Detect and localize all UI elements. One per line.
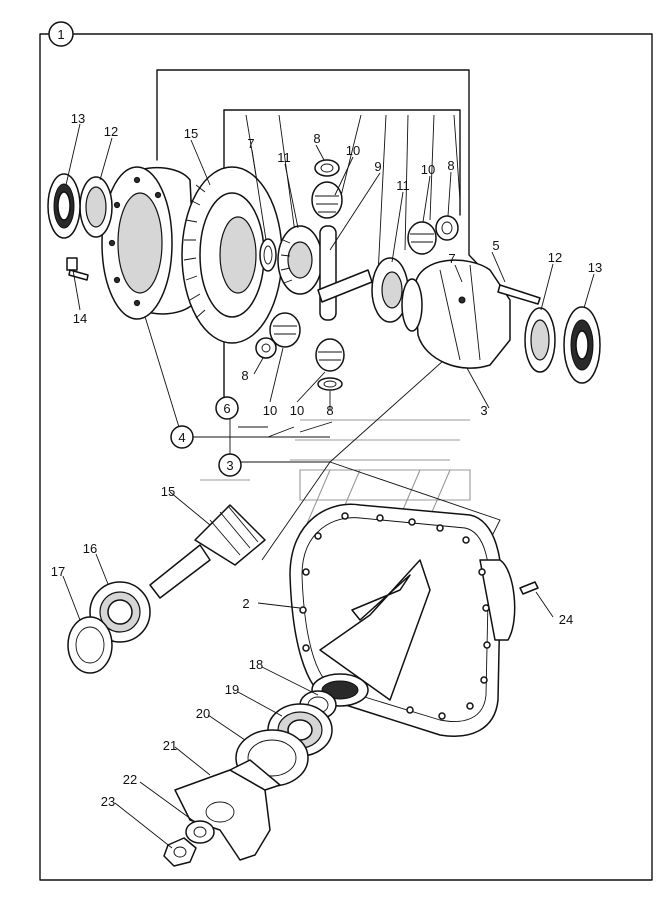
figure-number: 1	[57, 27, 64, 42]
callout-10-right: 10	[421, 162, 435, 177]
figure-frame	[39, 33, 653, 881]
oil-seal-17	[67, 616, 113, 674]
callout-11-left: 11	[277, 150, 291, 165]
callout-18: 18	[249, 657, 263, 672]
side-gear-11-left	[277, 225, 323, 295]
callout-22: 22	[123, 772, 137, 787]
planet-pinion-10-bottom-left	[269, 312, 301, 348]
callout-13-left: 13	[71, 111, 85, 126]
circled-callout-3-ring	[218, 453, 242, 477]
pinion-washer-8-right	[435, 215, 459, 241]
callout-10-top: 10	[346, 143, 360, 158]
companion-yoke-21	[174, 759, 281, 861]
cross-shaft-9	[317, 225, 373, 321]
circled-callout-6: 6	[223, 401, 230, 416]
circled-callouts: 6 4 3	[170, 396, 242, 477]
callout-21: 21	[163, 738, 177, 753]
circled-callout-4-ring	[170, 425, 194, 449]
callout-20: 20	[196, 706, 210, 721]
thrust-washer-7-left	[259, 238, 277, 272]
callout-3: 3	[480, 403, 487, 418]
callout-10-lower-b: 10	[290, 403, 304, 418]
callout-11-right: 11	[396, 178, 410, 193]
pinion-washer-8-bottom-right	[317, 377, 343, 391]
callout-2: 2	[242, 596, 249, 611]
right-adjuster-nut-13	[563, 306, 601, 384]
callout-7-right: 7	[448, 251, 455, 266]
axle-housing-2	[289, 503, 516, 737]
callout-14: 14	[73, 311, 87, 326]
left-bearing-12	[79, 176, 113, 238]
callout-8-lower-right: 8	[326, 403, 333, 418]
callout-7-left: 7	[247, 136, 254, 151]
callout-8-lower-left: 8	[241, 368, 248, 383]
pinion-washer-8-top	[314, 159, 340, 177]
callout-8-top: 8	[313, 131, 320, 146]
callout-10-lower-a: 10	[263, 403, 277, 418]
callout-12-left: 12	[104, 124, 118, 139]
callout-labels: 13 12 15 7 11 8 10 9 11 10 8 5 7 12 13 1…	[51, 111, 602, 809]
planet-pinion-10-top	[311, 181, 343, 219]
callout-9: 9	[374, 159, 381, 174]
bolt-5	[497, 284, 541, 305]
figure-number-badge	[48, 21, 74, 47]
callout-19: 19	[225, 682, 239, 697]
housing-flange-holes	[299, 512, 491, 720]
pinion-washer-8-bottom-left	[255, 337, 277, 359]
leader-lines	[62, 123, 595, 849]
housing-bolt-holes	[108, 176, 162, 307]
callout-13-right: 13	[588, 260, 602, 275]
right-differential-housing-3	[401, 259, 511, 369]
crown-wheel-15	[181, 166, 283, 344]
callout-15-crown: 15	[184, 126, 198, 141]
callout-8-right: 8	[447, 158, 454, 173]
callout-15-pinion: 15	[161, 484, 175, 499]
washer-22	[185, 820, 215, 844]
bolt-14	[66, 257, 89, 281]
nut-23	[163, 837, 197, 867]
callout-17: 17	[51, 564, 65, 579]
callout-16: 16	[83, 541, 97, 556]
callout-23: 23	[101, 794, 115, 809]
planet-pinion-10-bottom-right	[315, 338, 345, 372]
drive-pinion-15	[149, 504, 266, 599]
circled-callout-6-ring	[215, 396, 239, 420]
right-bearing-12	[524, 307, 556, 373]
callout-12-right: 12	[548, 250, 562, 265]
planet-pinion-10-right	[407, 221, 437, 255]
callout-24: 24	[559, 612, 573, 627]
circled-callout-4: 4	[178, 430, 185, 445]
left-differential-housing	[101, 166, 197, 320]
circled-callout-3: 3	[226, 458, 233, 473]
callout-5: 5	[492, 238, 499, 253]
breather-24	[519, 581, 539, 595]
left-adjuster-nut-13	[47, 173, 81, 239]
